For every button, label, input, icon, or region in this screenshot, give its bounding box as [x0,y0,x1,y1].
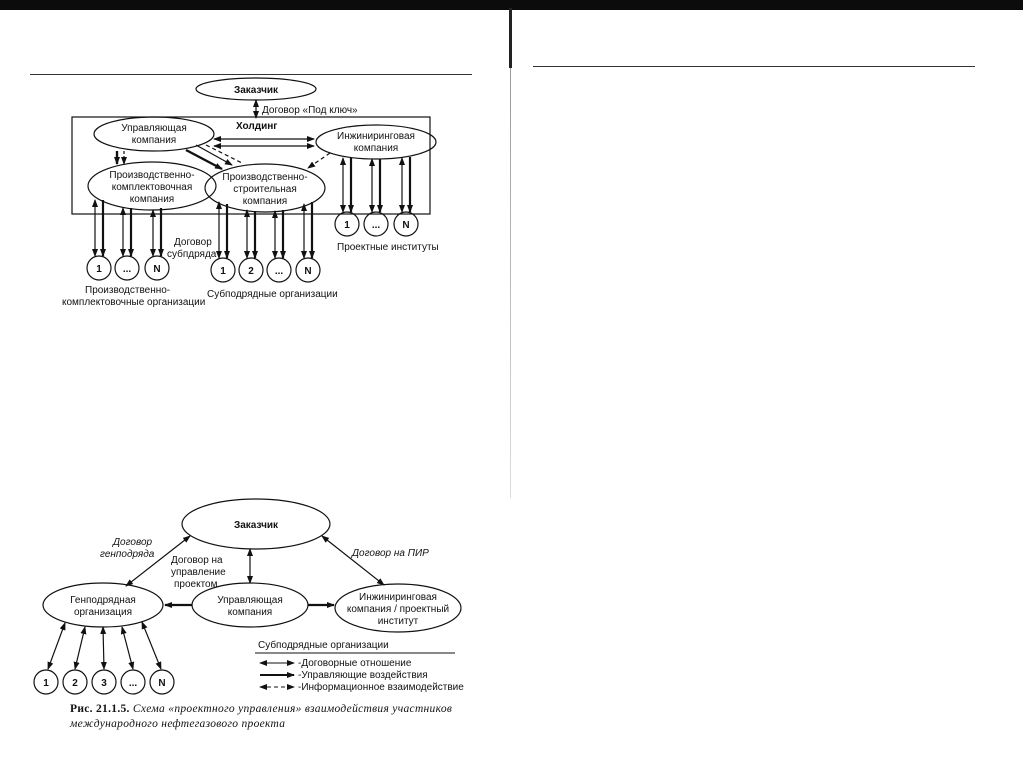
book-spine-shadow [510,68,511,498]
pk-node-1 [86,255,112,281]
fig2-management-line1: Управляющая [217,595,282,606]
fig2-node-dots [120,669,146,695]
right-page-rule [533,66,975,67]
fig2-node-1 [33,669,59,695]
ps-company-line2: строительная [233,184,297,195]
fig2-engineering-line3: институт [378,616,419,627]
pm-contract-line1: Договор на [171,555,223,566]
ps-node-n [295,257,321,283]
fig1-engineering-line2: компания [354,143,398,154]
ps-node-n-label: N [304,266,311,277]
fig2-management-line2: компания [228,607,272,618]
fig1-engineering-node [315,124,437,160]
fig2-engineering-line2: компания / проектный [347,604,449,615]
ps-node-dots [266,257,292,283]
subcontract-line1: Договор [174,237,212,248]
caption-label: Рис. 21.1.5. [70,703,130,715]
turnkey-contract-label: Договор «Под ключ» [262,105,358,116]
general-contractor-line2: организация [74,607,132,618]
fig2-node-dots-label: ... [129,678,138,689]
figure-1-labels: Заказчик Договор «Под ключ» Холдинг Упра… [62,85,439,308]
fig1-ps-company-node [204,163,326,213]
fig2-node-n [149,669,175,695]
ps-company-line3: компания [243,196,287,207]
left-page-rule [30,74,472,75]
subcontract-line2: субпдряда [167,248,217,260]
fig2-engineering-node [334,583,462,633]
ps-node-1-label: 1 [220,266,226,277]
ps-company-line1: Производственно- [222,172,307,183]
design-node-n-label: N [402,220,409,231]
pk-node-1-label: 1 [96,264,102,275]
holding-label: Холдинг [236,121,277,132]
general-contract-line1: Договор [112,537,153,548]
fig2-node-1-label: 1 [43,678,49,689]
fig2-node-2-label: 2 [72,678,78,689]
top-scan-edge [0,0,1023,10]
fig2-engineering-line1: Инжиниринговая [359,592,437,603]
ps-node-1 [210,257,236,283]
pm-contract-line2: управление [171,567,226,578]
pk-node-n-label: N [153,264,160,275]
legend-information: -Информационное взаимодействие [298,681,464,693]
figure-2 [33,498,462,695]
pk-orgs-line1: Производственно- [85,285,170,296]
fig2-node-3 [91,669,117,695]
pk-node-dots [114,255,140,281]
figure-1 [71,77,437,283]
design-node-1-label: 1 [344,220,350,231]
pk-company-line1: Производственно- [109,170,194,181]
fig2-node-n-label: N [158,678,165,689]
design-institutes-label: Проектные институты [337,242,439,253]
holding-box [71,116,431,215]
pk-orgs-line2: комплектовочные организации [62,297,205,308]
ps-node-2-label: 2 [248,266,254,277]
legend-management: -Управляющие воздействия [298,670,428,681]
fig2-node-2 [62,669,88,695]
design-node-dots [363,211,389,237]
fig1-management-line2: компания [132,135,176,146]
design-node-n [393,211,419,237]
fig2-node-3-label: 3 [101,678,107,689]
fig1-management-line1: Управляющая [121,123,186,134]
design-node-1 [334,211,360,237]
ps-node-dots-label: ... [275,266,284,277]
design-node-dots-label: ... [372,220,381,231]
fig1-management-node [93,116,215,152]
pk-company-line2: комплектовочная [112,182,193,193]
pk-node-dots-label: ... [123,264,132,275]
legend-contract: -Договорные отношение [298,658,412,669]
general-contractor-line1: Генподрядная [70,595,136,606]
sub-orgs-label: Субподрядные организации [207,288,338,300]
pir-contract-label: Договор на ПИР [351,548,429,559]
caption-text: Схема «проектного управления» взаимодейс… [70,703,453,730]
fig2-customer-node [181,498,331,550]
pk-node-n [144,255,170,281]
figure-caption: Рис. 21.1.5. Схема «проектного управлени… [70,702,470,732]
ps-node-2 [238,257,264,283]
general-contract-line2: генподряда [100,549,155,560]
fig2-customer-label: Заказчик [234,520,279,531]
fig1-engineering-line1: Инжиниринговая [337,131,415,142]
fig1-customer-label: Заказчик [234,85,279,96]
pm-contract-line3: проектом [174,579,218,590]
pk-company-line3: компания [130,194,174,205]
book-spine [509,8,512,68]
fig2-sub-orgs-label: Субподрядные организации [258,639,389,651]
figure-2-labels: Заказчик Договор генподряда Договор на у… [43,520,464,693]
